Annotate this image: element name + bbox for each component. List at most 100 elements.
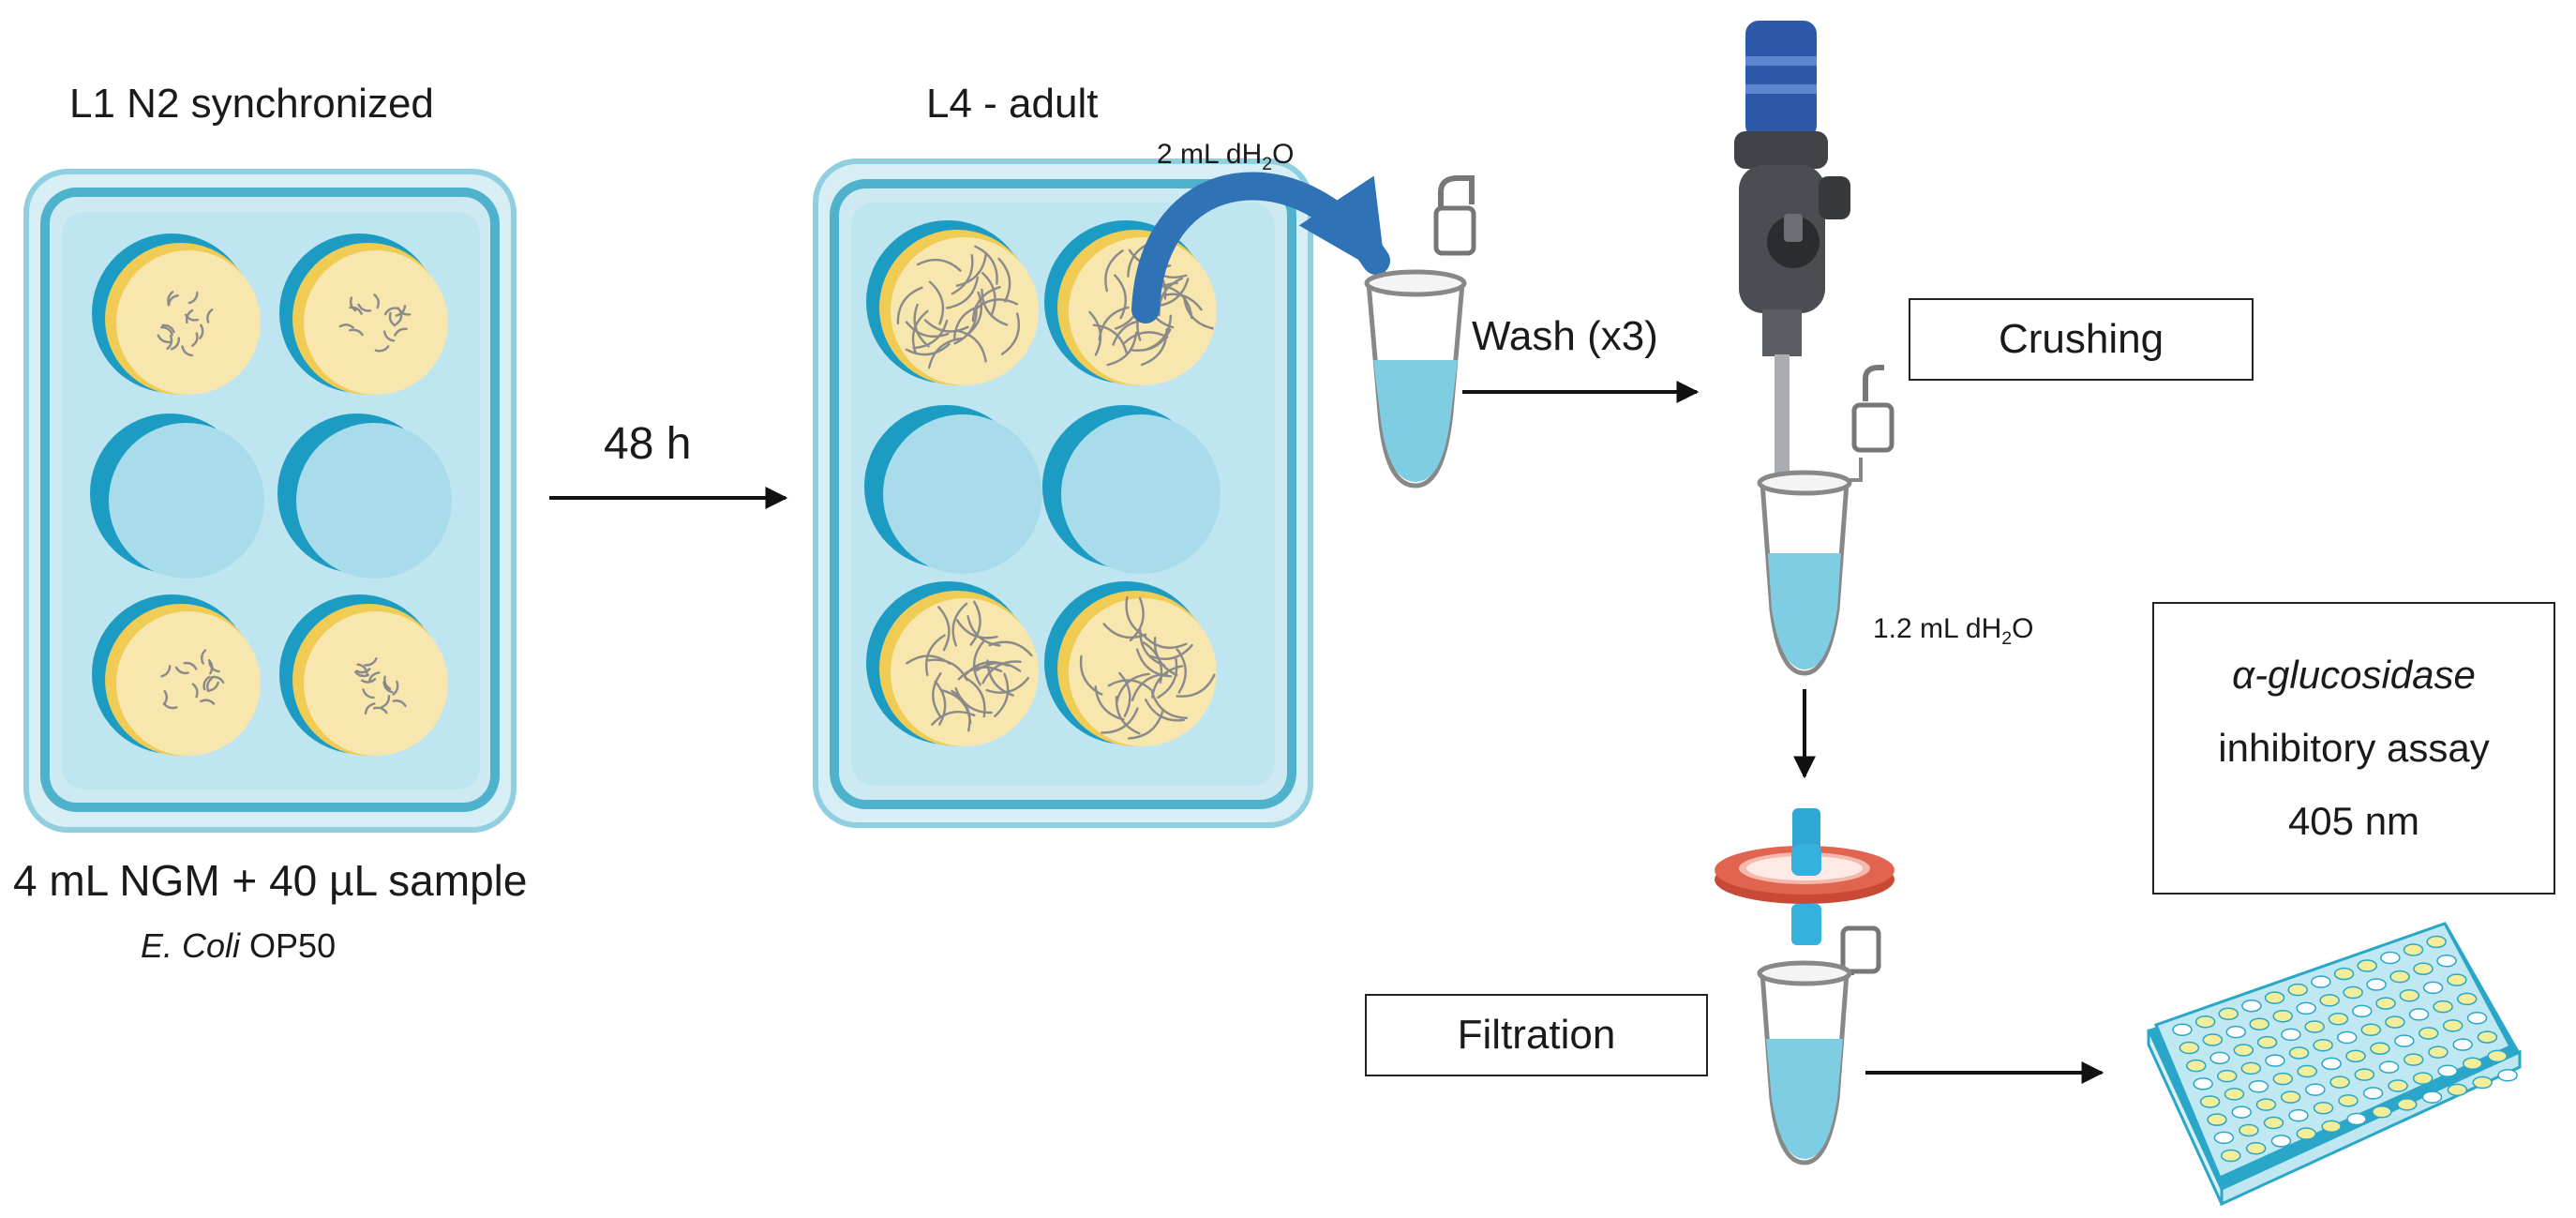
- well-empty: [1042, 405, 1221, 574]
- microplate-well: [2313, 1038, 2333, 1052]
- microplate-well: [2288, 1108, 2309, 1122]
- microplate-well: [2456, 992, 2478, 1006]
- microplate-well: [2452, 1038, 2473, 1051]
- worm-mark: [181, 345, 194, 357]
- microplate-well: [2239, 1123, 2259, 1137]
- worm-mark: [183, 661, 198, 670]
- worm-mark: [382, 330, 396, 342]
- microplate-well: [2497, 1068, 2518, 1082]
- water-2ml-label: 2 mL dH2O: [1157, 139, 1294, 175]
- worm-mark: [388, 311, 397, 327]
- microplate-well: [2221, 1149, 2241, 1163]
- microplate-well: [2272, 1010, 2293, 1023]
- microplate-well: [2345, 1049, 2366, 1063]
- worm-mark: [206, 308, 214, 323]
- microplate-well: [2408, 1008, 2430, 1021]
- microplate-well: [2462, 1057, 2483, 1071]
- worm-mark: [916, 258, 962, 272]
- microplate-well: [2437, 1064, 2458, 1077]
- worm-mark: [1157, 656, 1178, 699]
- worm-mark: [964, 676, 986, 718]
- worm-mark: [210, 675, 225, 684]
- worm-mark: [355, 668, 371, 674]
- microplate-well: [2287, 983, 2308, 997]
- worm-mark: [937, 606, 951, 652]
- worm-mark: [927, 337, 963, 369]
- microplate-well: [2418, 1027, 2439, 1040]
- worm-mark: [338, 323, 354, 329]
- well-empty: [864, 405, 1042, 574]
- worm-mark: [1127, 710, 1164, 740]
- worm-mark: [208, 661, 220, 673]
- syringe-filter-icon: [1715, 808, 1895, 1165]
- worm-mark: [170, 337, 181, 351]
- worm-mark: [934, 680, 947, 726]
- worm-mark: [1115, 672, 1150, 704]
- microplate-well: [2256, 1035, 2278, 1049]
- worm-mark: [994, 672, 1010, 717]
- worm-mark: [1176, 648, 1187, 694]
- microplate-well: [2231, 1105, 2252, 1119]
- microplate-well: [2186, 1059, 2207, 1073]
- worm-mark: [157, 334, 172, 343]
- worm-mark: [159, 325, 173, 337]
- microplate-well: [2249, 1017, 2270, 1030]
- well-adult: [1044, 581, 1217, 746]
- worm-mark: [185, 308, 194, 324]
- filtration-box: Filtration: [1365, 994, 1708, 1076]
- worm-mark: [966, 615, 1001, 647]
- crushing-label: Crushing: [1998, 316, 2164, 362]
- worm-mark: [174, 666, 189, 675]
- worm-mark: [906, 654, 951, 666]
- worm-mark: [969, 600, 981, 646]
- worm-mark: [1079, 654, 1103, 696]
- worm-mark: [1123, 331, 1169, 344]
- worm-mark: [928, 280, 945, 325]
- microplate-well: [2172, 1023, 2193, 1037]
- worm-mark: [912, 319, 949, 350]
- worm-mark: [1114, 274, 1127, 320]
- microplate-well: [2328, 1012, 2349, 1026]
- worm-mark: [191, 332, 199, 347]
- worm-mark: [1153, 636, 1178, 677]
- worm-mark: [373, 706, 388, 714]
- worm-mark: [1150, 691, 1189, 720]
- worm-mark: [364, 657, 378, 667]
- worm-mark: [1176, 673, 1216, 698]
- worm-mark: [932, 672, 942, 718]
- microplate-well: [2233, 1044, 2254, 1057]
- worm-mark: [187, 291, 199, 305]
- worm-mark: [202, 675, 211, 691]
- worm-mark: [957, 666, 1003, 681]
- l4-stage-label: L4 - adult: [926, 81, 1099, 127]
- worm-mark: [381, 694, 391, 709]
- worm-mark: [1143, 634, 1188, 650]
- water-2ml-tail: O: [1272, 139, 1295, 170]
- worm-mark: [953, 305, 978, 345]
- ecoli-strain: OP50: [249, 926, 337, 965]
- worm-mark: [383, 675, 392, 690]
- worm-mark: [191, 683, 199, 699]
- microplate-well: [2297, 1064, 2317, 1078]
- microplate-well: [2305, 1083, 2326, 1096]
- worm-mark: [1088, 310, 1102, 356]
- microplate-well: [2304, 1020, 2325, 1033]
- assay-wavelength-label: 405 nm: [2287, 799, 2420, 843]
- microplate-well: [2241, 999, 2262, 1013]
- microplate-well: [2207, 1113, 2227, 1126]
- microplate-well: [2321, 1120, 2342, 1134]
- worm-mark: [1102, 623, 1147, 639]
- well-adult: [866, 581, 1039, 746]
- worm-mark: [364, 702, 376, 715]
- worm-mark: [974, 245, 998, 285]
- microplate-well: [2403, 1053, 2424, 1066]
- microplate-well: [2354, 1068, 2375, 1081]
- worm-mark: [1106, 331, 1138, 367]
- worm-mark: [392, 699, 407, 708]
- microtube-icon: [1364, 175, 1476, 489]
- microplate-well: [2380, 951, 2401, 965]
- microplate-well: [2213, 1131, 2235, 1145]
- worm-mark: [1161, 284, 1193, 320]
